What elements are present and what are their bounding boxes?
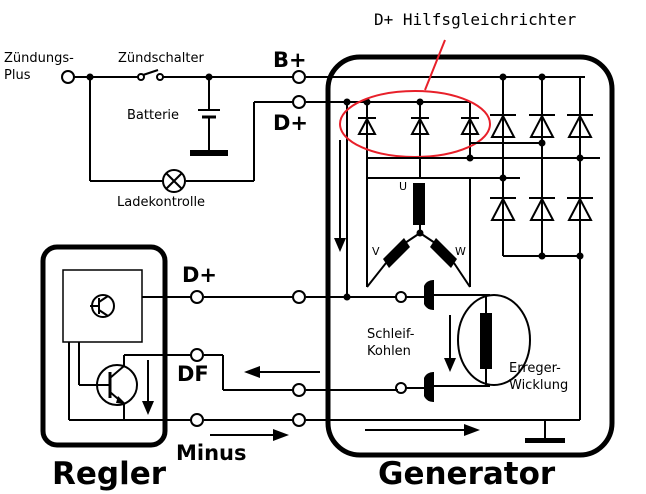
label-winding-w: W xyxy=(455,245,466,258)
label-brushes-line1: Schleif- xyxy=(367,327,415,342)
generator-internals xyxy=(142,39,600,443)
terminal-dplus-link xyxy=(292,290,306,304)
ignition-plus-terminal xyxy=(61,70,75,84)
terminal-minus-link xyxy=(292,413,306,427)
label-regulator: Regler xyxy=(52,456,167,492)
regulator-terminal-minus xyxy=(190,413,204,427)
label-field-winding-line1: Erreger- xyxy=(509,361,561,376)
label-charge-lamp: Ladekontrolle xyxy=(117,195,205,210)
brush-upper xyxy=(395,279,434,311)
transistor-icon-small xyxy=(90,294,115,318)
regulator-housing xyxy=(40,244,168,448)
terminal-df-link xyxy=(292,383,306,397)
current-arrows xyxy=(142,140,480,441)
stator-windings xyxy=(366,178,471,288)
terminal-bplus xyxy=(292,70,306,84)
charge-lamp-icon xyxy=(162,169,186,193)
battery-icon xyxy=(190,77,228,156)
label-terminal-dplus-generator: D+ xyxy=(273,111,308,135)
label-battery: Batterie xyxy=(127,108,179,123)
external-circuit xyxy=(61,69,293,193)
aux-rectifier-diodes xyxy=(357,102,480,158)
label-minus: Minus xyxy=(176,441,247,465)
label-winding-u: U xyxy=(399,180,407,193)
regulator-terminal-df xyxy=(190,348,204,362)
label-ignition-switch: Zündschalter xyxy=(118,51,204,66)
label-ignition-plus-line2: Plus xyxy=(4,68,31,83)
generator-housing xyxy=(325,54,615,458)
label-terminal-dplus-regulator: D+ xyxy=(182,263,217,287)
label-brushes-line2: Kohlen xyxy=(367,344,411,359)
highlight-pointer-line xyxy=(424,39,446,91)
label-terminal-df: DF xyxy=(177,362,209,386)
regulator-internals xyxy=(62,269,293,427)
minus-diodes xyxy=(490,175,593,420)
label-field-winding-line2: Wicklung xyxy=(509,378,568,393)
label-terminal-bplus: B+ xyxy=(273,48,307,72)
label-generator: Generator xyxy=(378,456,556,492)
label-ignition-plus-line1: Zündungs- xyxy=(4,51,74,66)
regulator-terminal-dplus xyxy=(190,290,204,304)
label-winding-v: V xyxy=(372,245,380,258)
regulator-control-block xyxy=(62,269,143,343)
field-winding xyxy=(457,294,531,386)
brush-lower xyxy=(395,371,434,403)
label-aux-rectifier: D+ Hilfsgleichrichter xyxy=(374,10,577,29)
power-transistor-icon xyxy=(96,364,138,406)
terminal-dplus-generator xyxy=(292,95,306,109)
ignition-switch xyxy=(137,69,164,81)
